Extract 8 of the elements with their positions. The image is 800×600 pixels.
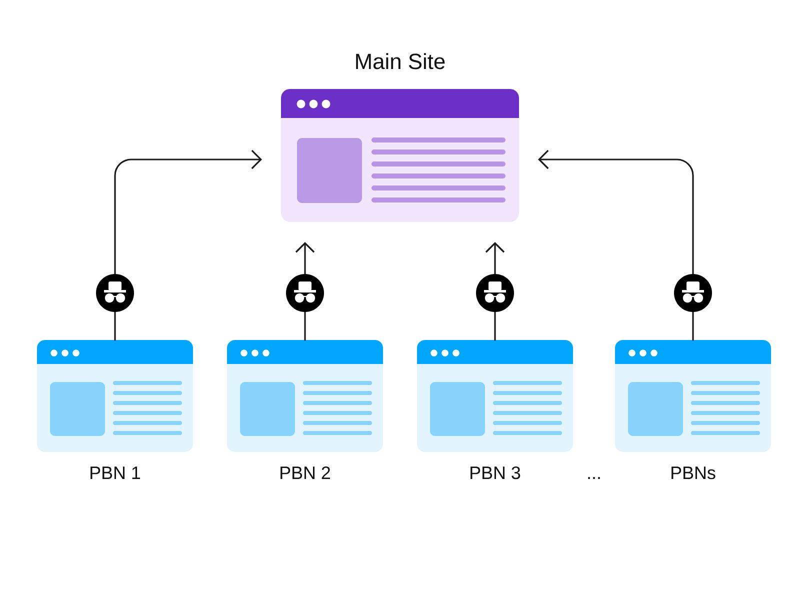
node-label: Main Site <box>356 53 445 70</box>
ellipsis: ... <box>588 477 600 479</box>
arrow <box>538 150 694 341</box>
node-label: PBNs <box>672 466 716 480</box>
node-label: PBN 2 <box>280 466 330 479</box>
arrow <box>114 150 262 341</box>
node-label: PBN 1 <box>90 466 140 479</box>
node-label: PBN 3 <box>470 466 520 480</box>
